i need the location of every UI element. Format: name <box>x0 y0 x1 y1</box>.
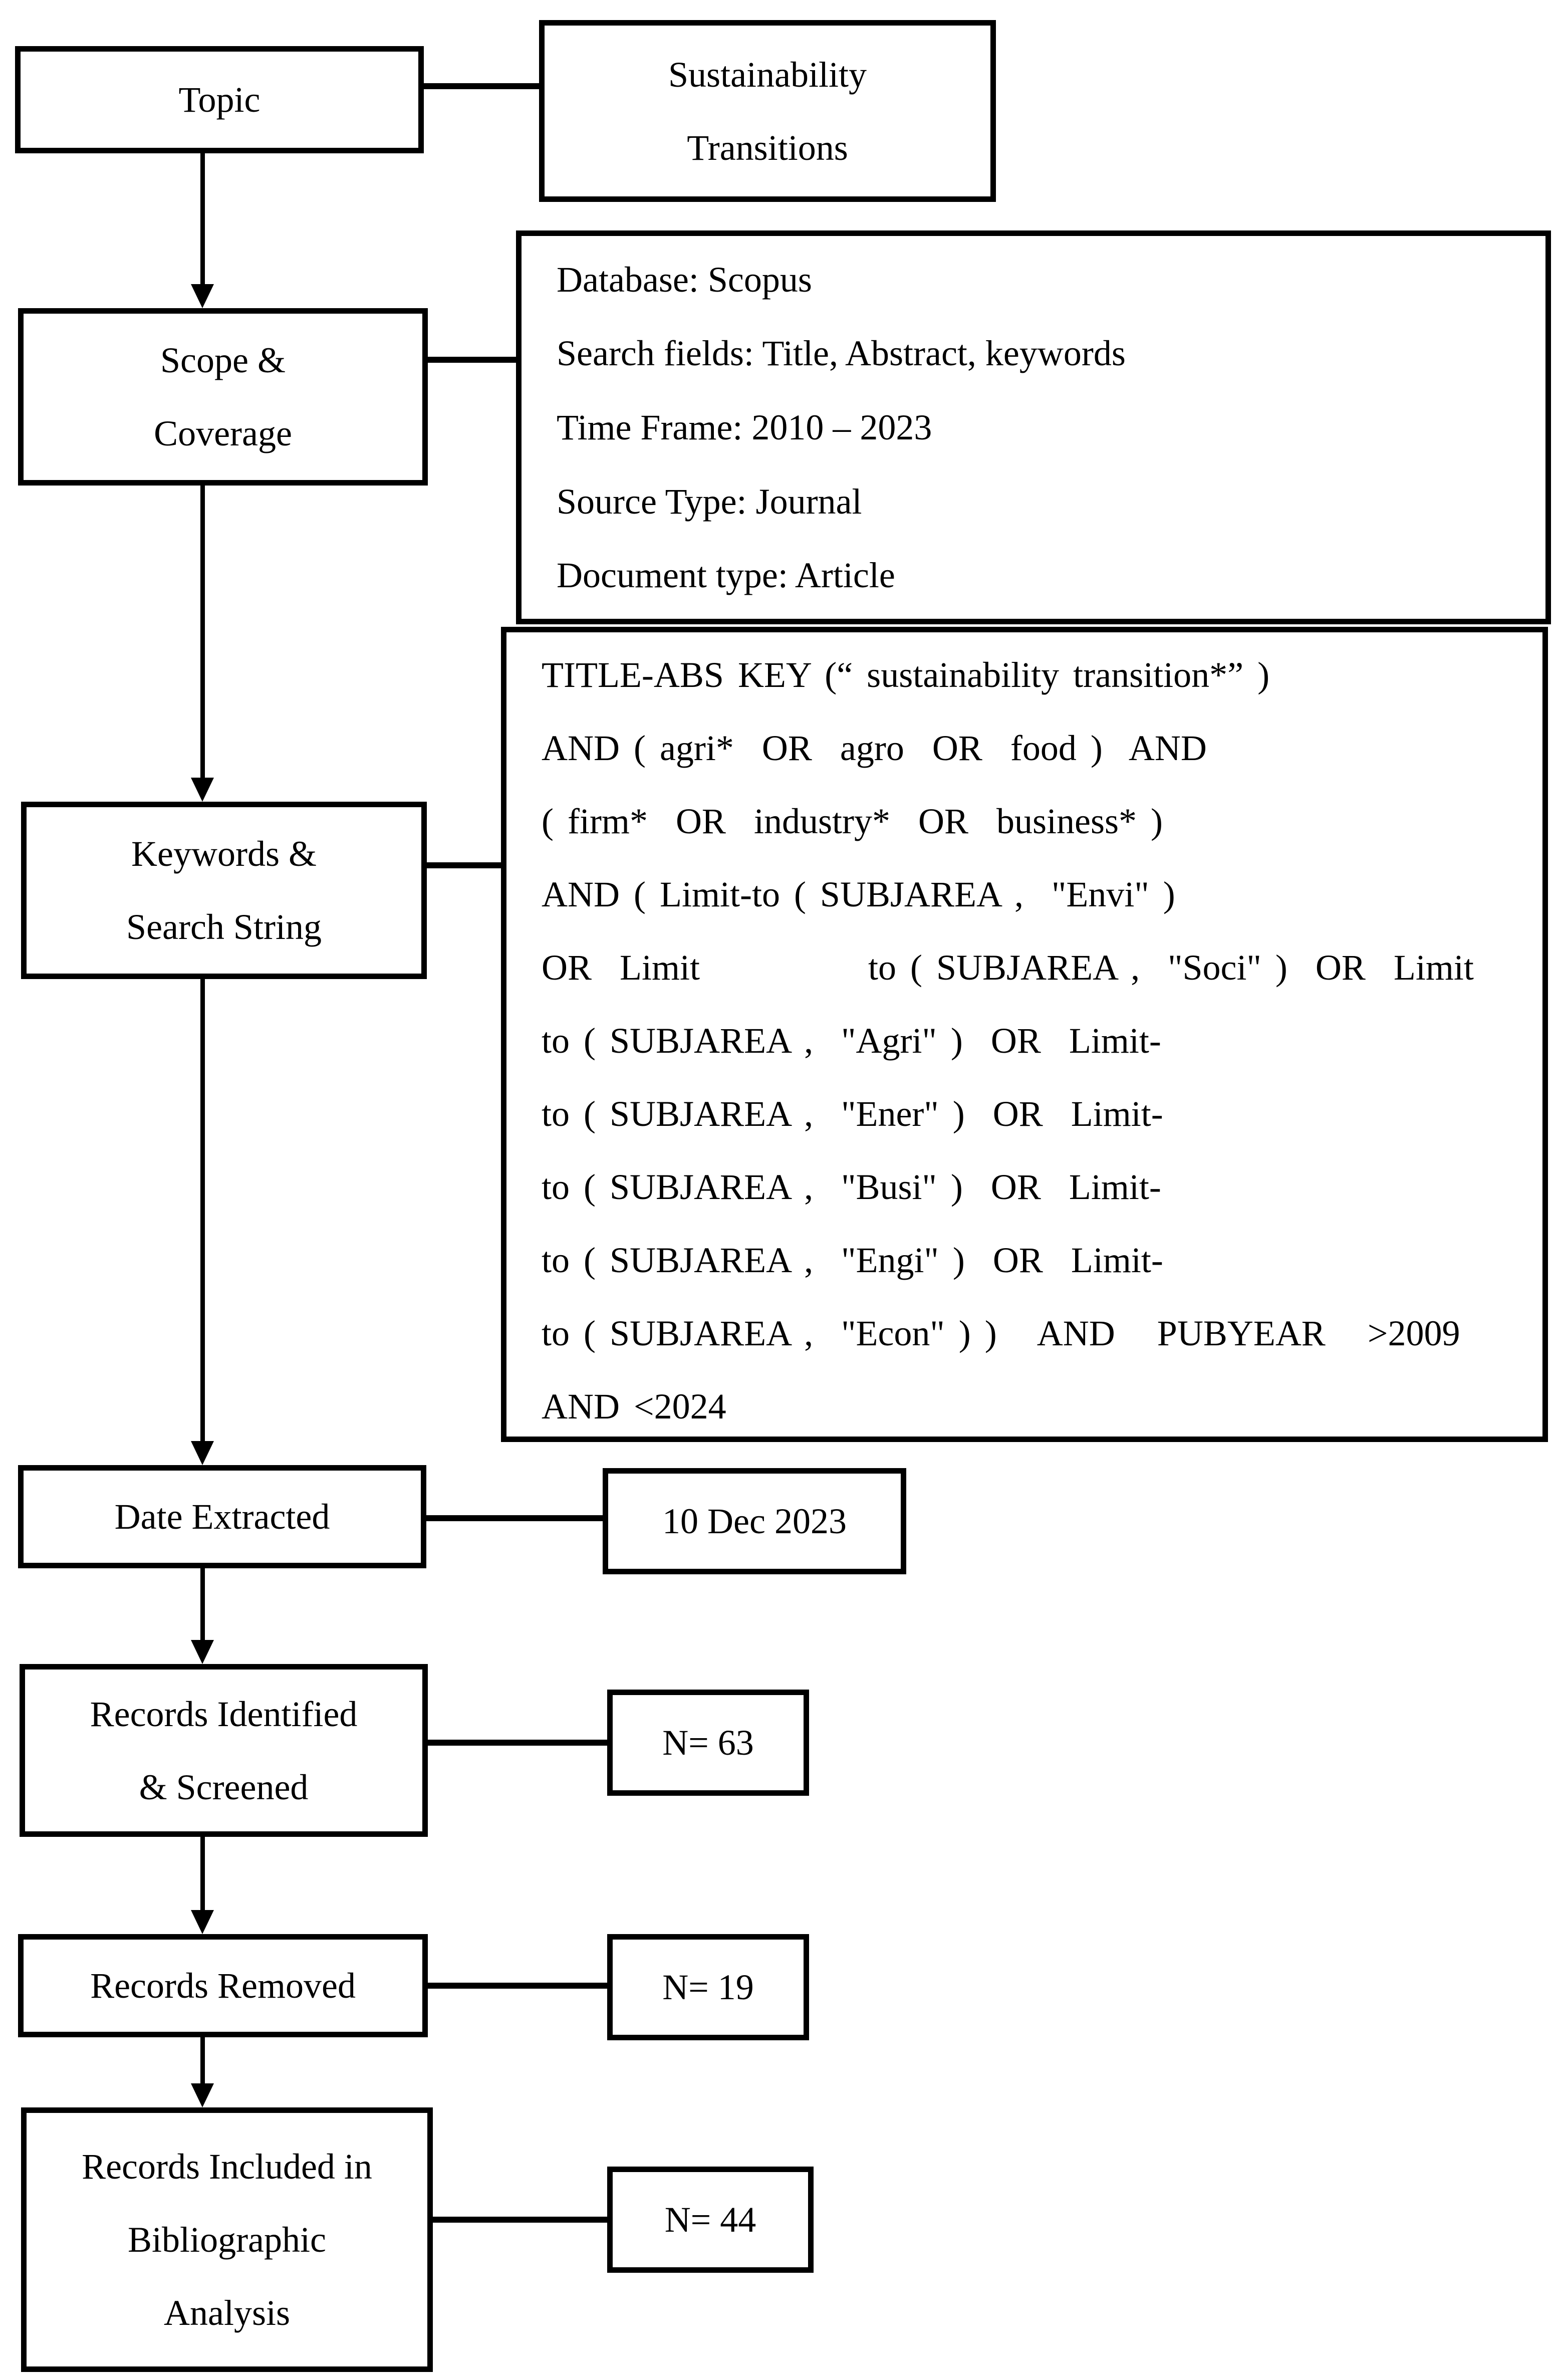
topic-value-line: Sustainability <box>668 54 867 95</box>
date-extracted-label: Date Extracted <box>114 1497 330 1537</box>
arrow-line <box>200 979 205 1441</box>
search-string-line: to ( SUBJAREA , "Busi" ) OR Limit- <box>542 1167 1161 1207</box>
connector-removed-to-n19 <box>428 1983 607 1989</box>
connector-topic-to-value <box>424 83 539 89</box>
arrow-head <box>191 284 214 308</box>
arrow-line <box>200 153 205 284</box>
scope-detail-line: Search fields: Title, Abstract, keywords <box>557 333 1126 374</box>
keywords-box: Keywords & Search String <box>21 802 427 979</box>
scope-label-line: Scope & <box>160 340 286 380</box>
connector-date-to-value <box>426 1515 603 1521</box>
date-extracted-box: Date Extracted <box>18 1465 426 1568</box>
records-included-label-line: Analysis <box>164 2293 290 2333</box>
topic-box: Topic <box>15 46 424 153</box>
connector-identified-to-n63 <box>428 1740 607 1746</box>
scope-detail-line: Database: Scopus <box>557 259 812 300</box>
arrow-head <box>191 1441 214 1465</box>
records-removed-box: Records Removed <box>18 1934 428 2037</box>
search-string-line: to ( SUBJAREA , "Econ" ) ) AND PUBYEAR >… <box>542 1313 1460 1353</box>
arrow-line <box>200 1568 205 1640</box>
topic-value-box: Sustainability Transitions <box>539 20 996 202</box>
arrow-head <box>191 778 214 802</box>
connector-keywords-to-search <box>427 862 501 868</box>
keywords-label-line: Keywords & <box>131 834 317 874</box>
search-string-line: to ( SUBJAREA , "Engi" ) OR Limit- <box>542 1240 1163 1280</box>
date-value-box: 10 Dec 2023 <box>603 1468 906 1574</box>
records-identified-box: Records Identified & Screened <box>20 1664 428 1837</box>
keywords-label-line: Search String <box>126 907 322 947</box>
arrow-line <box>200 2037 205 2083</box>
topic-value-line: Transitions <box>687 127 848 168</box>
scope-detail-line: Document type: Article <box>557 555 895 596</box>
search-string-line: ( firm* OR industry* OR business* ) <box>542 801 1163 841</box>
records-included-label-line: Records Included in <box>82 2147 372 2187</box>
search-string-line: TITLE-ABS KEY (“ sustainability transiti… <box>542 655 1270 695</box>
records-identified-label-line: Records Identified <box>90 1694 358 1734</box>
arrow-line <box>200 1837 205 1910</box>
search-string-line: AND ( agri* OR agro OR food ) AND <box>542 728 1207 768</box>
records-identified-label-line: & Screened <box>139 1767 309 1807</box>
scope-detail-line: Source Type: Journal <box>557 481 862 522</box>
search-string-line: to ( SUBJAREA , "Agri" ) OR Limit- <box>542 1021 1161 1061</box>
arrow-head <box>191 1640 214 1664</box>
search-string-box: TITLE-ABS KEY (“ sustainability transiti… <box>501 627 1548 1442</box>
topic-label: Topic <box>178 80 261 120</box>
n44-box: N= 44 <box>607 2167 814 2273</box>
scope-detail-box: Database: Scopus Search fields: Title, A… <box>516 230 1551 624</box>
scope-detail-line: Time Frame: 2010 – 2023 <box>557 407 932 447</box>
n63-box: N= 63 <box>607 1690 809 1796</box>
search-string-line: OR Limit to ( SUBJAREA , "Soci" ) OR Lim… <box>542 947 1474 988</box>
scope-label-line: Coverage <box>154 413 292 453</box>
n19-value: N= 19 <box>662 1967 754 2007</box>
connector-included-to-n44 <box>433 2217 607 2223</box>
arrow-line <box>200 486 205 778</box>
n44-value: N= 44 <box>664 2200 756 2240</box>
date-value: 10 Dec 2023 <box>662 1501 847 1541</box>
search-string-line: AND <2024 <box>542 1386 726 1426</box>
connector-scope-to-detail <box>428 357 516 363</box>
arrow-head <box>191 2083 214 2107</box>
search-string-line: AND ( Limit-to ( SUBJAREA , "Envi" ) <box>542 874 1175 914</box>
search-string-line: to ( SUBJAREA , "Ener" ) OR Limit- <box>542 1094 1163 1134</box>
arrow-head <box>191 1910 214 1934</box>
scope-box: Scope & Coverage <box>18 308 428 486</box>
n63-value: N= 63 <box>662 1723 754 1763</box>
records-included-label-line: Bibliographic <box>128 2220 326 2260</box>
n19-box: N= 19 <box>607 1934 809 2040</box>
records-removed-label: Records Removed <box>90 1966 356 2006</box>
records-included-box: Records Included in Bibliographic Analys… <box>21 2107 433 2372</box>
